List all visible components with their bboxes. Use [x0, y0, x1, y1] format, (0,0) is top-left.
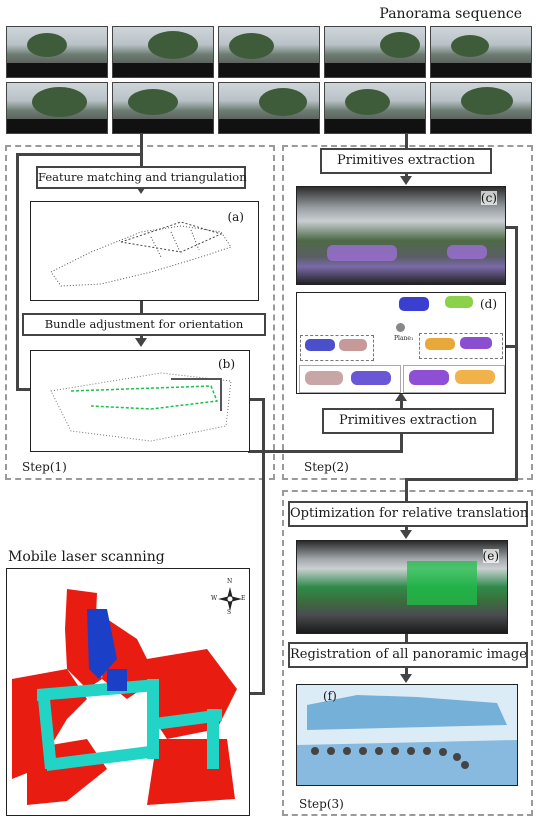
- compass-south: S: [227, 609, 232, 616]
- panel-e-label: (e): [482, 549, 499, 563]
- registration-view: [297, 685, 517, 785]
- point-cloud-sparse: [50, 221, 232, 287]
- connector-line: [405, 478, 408, 504]
- panorama-thumbnail: [112, 82, 214, 134]
- arrow-down: [400, 674, 412, 683]
- connector-line: [503, 345, 517, 348]
- connector-line: [405, 134, 408, 152]
- compass-rose: N S E W: [211, 578, 247, 617]
- arrow-down: [400, 530, 412, 539]
- connector-line: [140, 300, 143, 314]
- car-primitive: [455, 370, 495, 384]
- bundle-adjustment-box: Bundle adjustment for orientation: [22, 313, 266, 336]
- connector-line: [262, 398, 265, 694]
- car-primitive: [399, 297, 429, 311]
- car-primitive: [305, 339, 335, 351]
- compass-icon: [218, 587, 242, 611]
- connector-line: [515, 226, 518, 480]
- group-box: [403, 365, 505, 393]
- connector-line: [16, 153, 19, 391]
- connector-line: [248, 398, 265, 401]
- compass-north: N: [227, 578, 233, 585]
- panorama-thumbnail: [324, 26, 426, 78]
- plane-label: Plane₁: [394, 335, 414, 342]
- primitives-extraction-top-box: Primitives extraction: [320, 148, 492, 174]
- connector-line: [140, 134, 143, 167]
- primitive-overlay: [447, 245, 487, 259]
- plane-marker: [396, 323, 405, 332]
- panel-a-point-cloud: (a): [30, 201, 259, 301]
- panel-e-panorama: (e): [296, 540, 508, 634]
- step1-label: Step(1): [22, 460, 67, 474]
- panel-c-panorama: (c): [296, 186, 506, 285]
- arrow-down: [135, 338, 147, 347]
- trajectory-map: [50, 372, 232, 442]
- connector-line: [248, 692, 265, 695]
- panorama-thumbnail: [430, 82, 532, 134]
- panel-b-trajectory: (b): [30, 350, 250, 452]
- panorama-thumbnail: [218, 82, 320, 134]
- compass-east: E: [241, 595, 246, 602]
- panel-b-label: (b): [217, 357, 235, 371]
- panel-f-registration: (f): [296, 684, 518, 786]
- panel-d-label: (d): [479, 297, 497, 311]
- primitives-extraction-bottom-box: Primitives extraction: [322, 408, 494, 434]
- car-primitive: [339, 339, 367, 351]
- panorama-thumbnail: [218, 26, 320, 78]
- compass-west: W: [211, 595, 218, 602]
- feature-matching-box: Feature matching and triangulation: [36, 166, 247, 189]
- panel-a-label: (a): [227, 210, 244, 224]
- panorama-thumbnail: [6, 26, 108, 78]
- group-box: [300, 335, 374, 361]
- panorama-thumbnail: [6, 82, 108, 134]
- group-box: [299, 365, 401, 393]
- registration-box: Registration of all panoramic image: [288, 642, 528, 668]
- car-primitive: [305, 371, 343, 385]
- panel-c-label: (c): [480, 191, 497, 205]
- arrow-down: [400, 176, 412, 185]
- mls-title: Mobile laser scanning: [8, 549, 165, 565]
- connector-line: [405, 664, 408, 674]
- connector-line: [405, 478, 518, 481]
- connector-line: [248, 450, 403, 453]
- green-overlay: [407, 561, 477, 605]
- panel-d-primitives: Plane₁ (d): [296, 292, 506, 394]
- optimization-box: Optimization for relative translation: [288, 501, 528, 527]
- car-primitive: [425, 338, 455, 350]
- primitive-overlay: [327, 245, 397, 261]
- group-box: [419, 333, 503, 359]
- panorama-thumbnail: [430, 26, 532, 78]
- arrow-up: [395, 392, 407, 401]
- car-primitive: [460, 337, 492, 349]
- mls-map: N S E W: [6, 568, 250, 816]
- connector-line: [405, 632, 408, 642]
- connector-line: [16, 388, 31, 391]
- mls-heatmap: [12, 589, 237, 805]
- connector-line: [16, 153, 142, 156]
- car-primitive: [445, 296, 473, 308]
- car-primitive: [409, 370, 449, 385]
- step2-label: Step(2): [304, 460, 349, 474]
- panel-f-label: (f): [323, 689, 337, 703]
- panorama-thumbnail: [324, 82, 426, 134]
- car-primitive: [351, 371, 391, 385]
- panorama-sequence-title: Panorama sequence: [379, 6, 522, 22]
- step3-label: Step(3): [299, 797, 344, 811]
- connector-line: [503, 226, 517, 229]
- panorama-thumbnail: [112, 26, 214, 78]
